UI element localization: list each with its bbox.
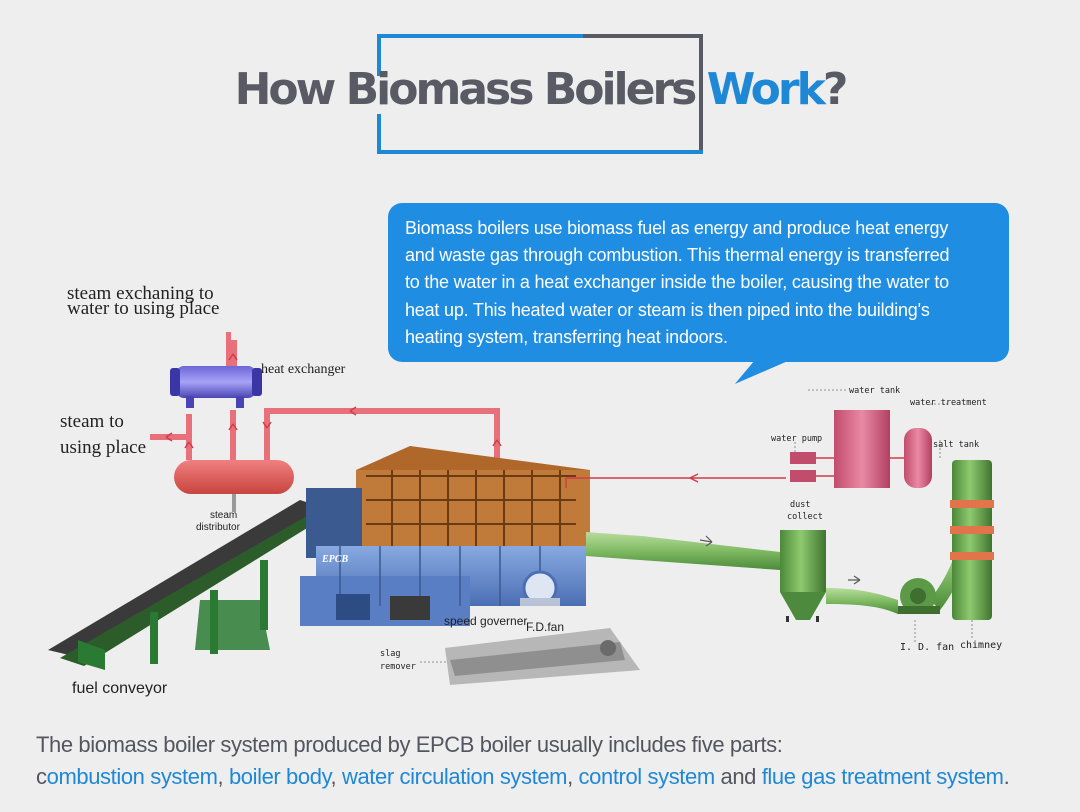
label-id-fan: I. D. fan <box>900 642 955 653</box>
title-frame <box>377 34 703 154</box>
label-water-tank: water tank <box>849 386 901 396</box>
footer-end: . <box>1003 764 1010 789</box>
callout-line-2: and waste gas through combustion. This t… <box>405 245 950 266</box>
fd-fan <box>520 570 560 606</box>
callout-line-4: heat up. This heated water or steam is t… <box>405 299 930 320</box>
label-steam-distributor-line2: distributor <box>196 522 240 533</box>
frame-bottom-line <box>377 150 703 154</box>
footer-sep-4: and <box>714 764 762 789</box>
label-salt-tank: salt tank <box>933 440 980 450</box>
footer-c: c <box>36 764 47 789</box>
callout-line-5: heating system, transferring heat indoor… <box>405 326 728 347</box>
heat-exchanger <box>170 366 262 408</box>
frame-bottom-left-line <box>377 114 381 154</box>
fuel-conveyor <box>48 500 330 670</box>
frame-left-line <box>377 34 381 76</box>
label-slag-remover-line2: remover <box>380 662 416 672</box>
label-water-treatment: water treatment <box>910 398 987 408</box>
label-fuel-conveyor: fuel conveyor <box>72 680 168 697</box>
part-control-system: control system <box>578 764 716 789</box>
label-steam-to-line2: using place <box>60 437 147 458</box>
label-dust-collect-line1: dust <box>790 500 811 510</box>
footer-line-1: The biomass boiler system produced by EP… <box>36 732 783 757</box>
footer-line-2: combustion system, boiler body, water ci… <box>36 761 1076 793</box>
footer-text: The biomass boiler system produced by EP… <box>36 729 1076 793</box>
label-dust-collect-line2: collect <box>787 512 823 522</box>
label-heat-exchanger: heat exchanger <box>261 362 346 377</box>
label-chimney: chimney <box>960 640 1003 651</box>
callout-line-1: Biomass boilers use biomass fuel as ener… <box>405 218 949 238</box>
title-accent: Work <box>706 64 826 115</box>
label-steam-to-line1: steam to <box>60 411 124 432</box>
chimney <box>950 460 994 620</box>
steam-arrows <box>165 353 502 449</box>
page-title: How Biomass Boilers Work? <box>0 60 1080 120</box>
title-main: How Biomass Boilers <box>234 64 707 115</box>
dust-collector <box>780 530 826 622</box>
footer-sep-3: , <box>567 764 579 789</box>
label-steam-distributor-line1: steam <box>210 510 238 521</box>
footer-sep-1: , <box>217 764 229 789</box>
id-fan <box>898 578 940 614</box>
label-fd-fan: F.D.fan <box>526 620 565 634</box>
slag-remover <box>445 628 640 685</box>
label-speed-governer: speed governer <box>444 614 528 628</box>
water-system <box>565 410 932 488</box>
frame-top-right-line <box>583 34 703 38</box>
steam-distributor <box>174 460 294 512</box>
frame-top-line <box>377 34 699 38</box>
label-slag-remover-line1: slag <box>380 649 401 659</box>
part-flue-gas-treatment-system: flue gas treatment system <box>761 764 1004 789</box>
label-steam-exchanging-line1: steam exchaning to <box>67 283 214 304</box>
brand-plate: EPCB <box>322 554 349 565</box>
title-end: ? <box>822 64 848 115</box>
callout-bubble: Biomass boilers use biomass fuel as ener… <box>388 203 1009 362</box>
label-steam-exchanging-line2: water to using place <box>67 298 220 319</box>
boiler-body <box>300 446 590 626</box>
label-water-pump: water pump <box>771 434 823 444</box>
part-boiler-body: boiler body <box>228 764 331 789</box>
footer-sep-2: , <box>330 764 342 789</box>
callout-line-3: to the water in a heat exchanger inside … <box>405 272 949 293</box>
part-water-circulation-system: water circulation system <box>341 764 568 789</box>
frame-right-line <box>699 34 703 154</box>
part-combustion-system: ombustion system <box>46 764 218 789</box>
